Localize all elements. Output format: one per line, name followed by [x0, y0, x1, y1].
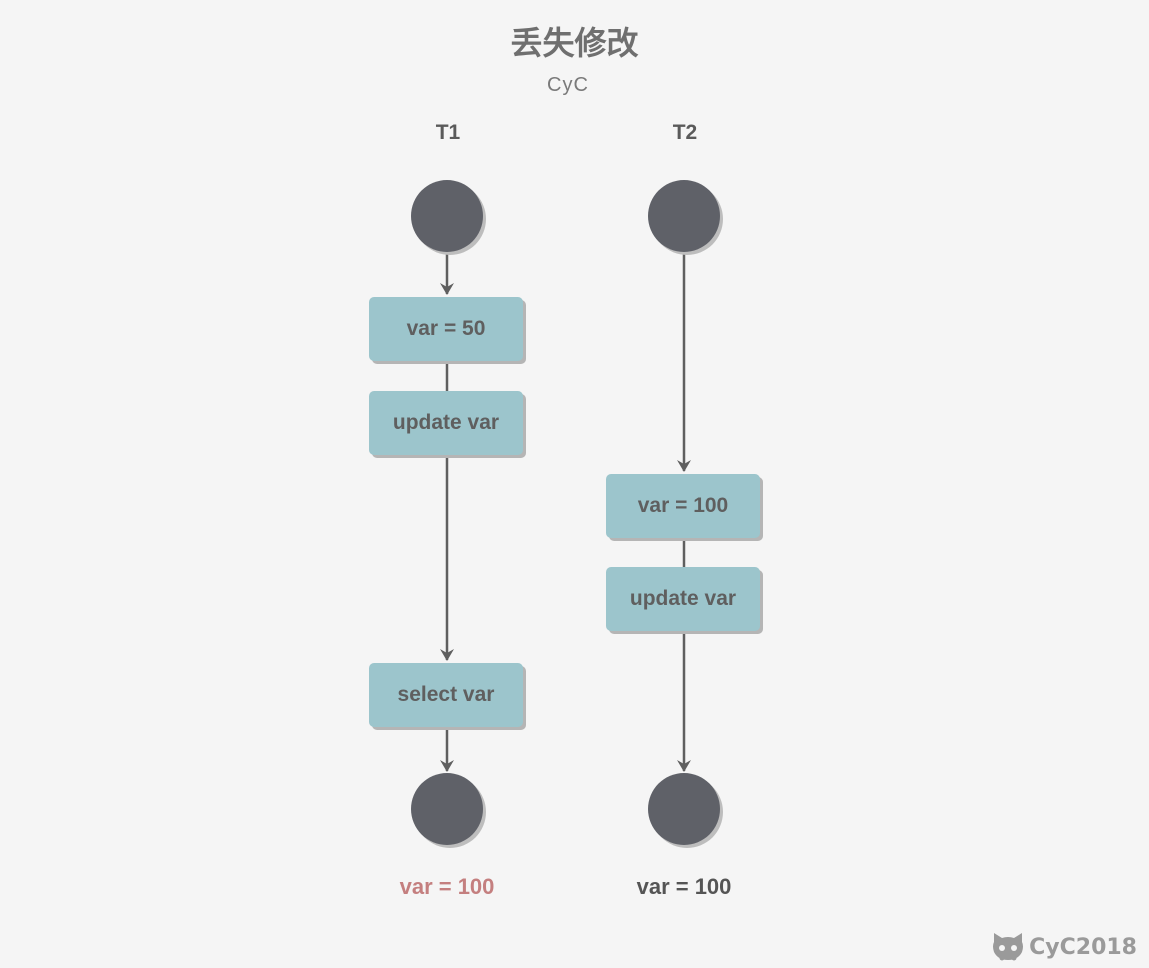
t1-step-update-var: update var [369, 391, 523, 455]
lane-label-t1: T1 [435, 121, 461, 144]
t2-start-node [648, 180, 720, 252]
t2-end-node [648, 773, 720, 845]
t1-result: var = 100 [399, 874, 495, 899]
t2-step-write-var: var = 100 [606, 474, 760, 538]
cat-icon [993, 933, 1024, 961]
t1-end-node [411, 773, 483, 845]
t2-result: var = 100 [636, 874, 732, 899]
t1-start-node [411, 180, 483, 252]
watermark-text: CyC2018 [1029, 934, 1137, 960]
t1-step-select-var: select var [369, 663, 523, 727]
watermark: CyC2018 [991, 932, 1137, 962]
t2-step-update-var: update var [606, 567, 760, 631]
t1-step-read-var: var = 50 [369, 297, 523, 361]
diagram-subtitle: CyC [547, 74, 589, 96]
diagram-title: 丢失修改 [510, 24, 639, 62]
lane-label-t2: T2 [672, 121, 698, 144]
